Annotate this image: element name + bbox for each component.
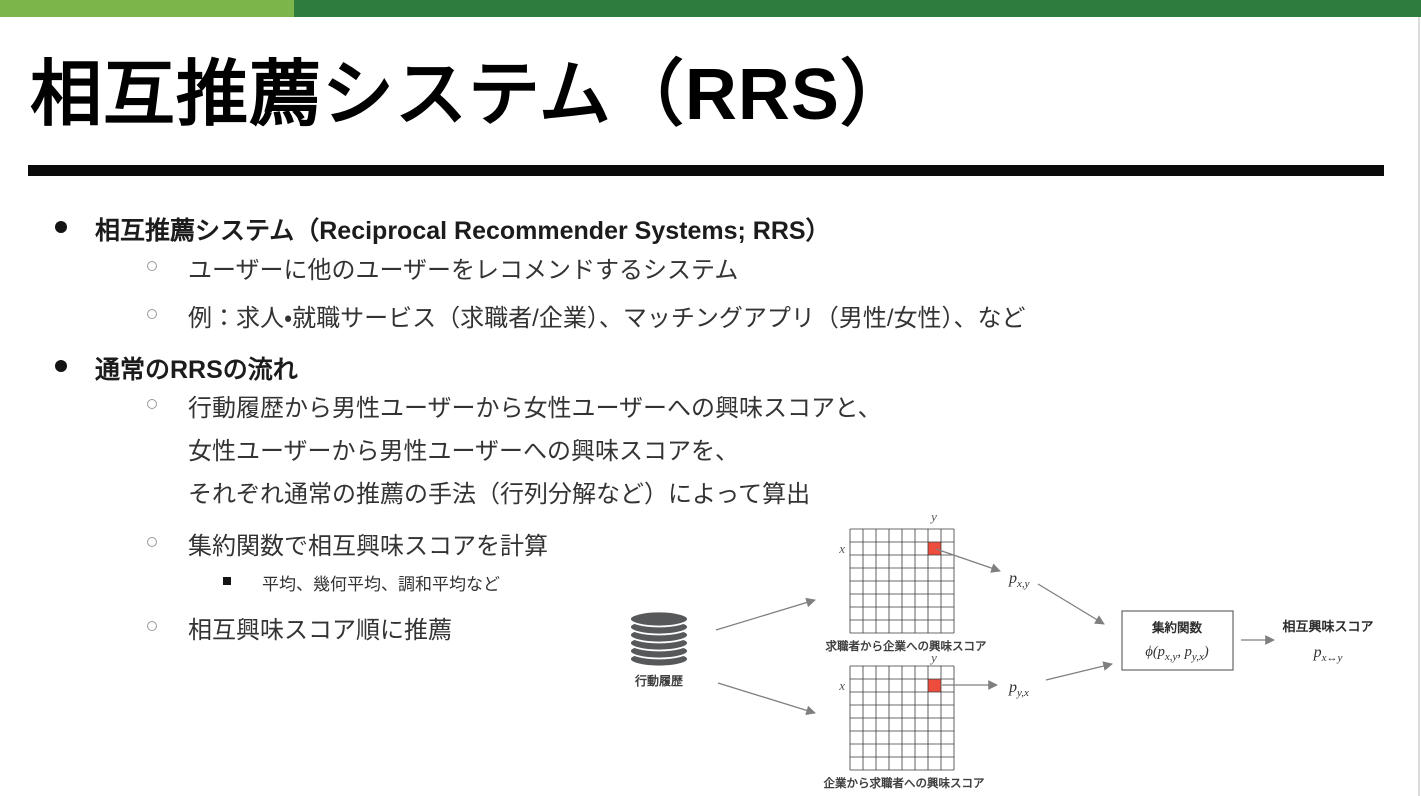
bullet-text: それぞれ通常の推薦の手法（行列分解など）によって算出	[188, 481, 811, 508]
page-title: 相互推薦システム（RRS）	[30, 55, 913, 135]
formula-suffix: )	[1203, 644, 1209, 660]
arrow-pyx-to-box	[1045, 661, 1113, 681]
output-p-subscript: x↔y	[1321, 652, 1343, 664]
database-icon	[629, 610, 689, 668]
output-p-label: px↔y	[1313, 644, 1343, 664]
title-underline-rule	[28, 165, 1384, 176]
bullet-circle-icon	[147, 621, 157, 631]
bullet-text: 通常のRRSの流れ	[95, 356, 298, 384]
highlighted-cell	[928, 679, 941, 692]
pyx-base: p	[1008, 679, 1017, 696]
formula-sub1: x,y	[1164, 651, 1178, 663]
arrow-pxy-to-box	[1037, 583, 1105, 625]
bullet-text: 集約関数で相互興味スコアを計算	[188, 533, 548, 560]
bullet-square-icon	[223, 577, 231, 585]
arrow-db-to-bottom-grid	[717, 682, 816, 716]
bullet-circle-icon	[147, 261, 157, 271]
grid-top	[849, 528, 955, 634]
aggregation-box	[1121, 610, 1234, 671]
arrow-topcell-to-pxy	[935, 548, 1001, 573]
grid-lines	[849, 528, 955, 634]
grid-bottom-caption: 企業から求職者への興味スコア	[824, 776, 985, 790]
bullet-dot-icon	[55, 360, 67, 372]
formula-sub2: y,x	[1191, 651, 1204, 663]
bullet-text: 相互興味スコア順に推薦	[188, 617, 452, 644]
bullet-circle-icon	[147, 309, 157, 319]
grid-bottom	[849, 665, 955, 771]
pyx-subscript: y,x	[1016, 687, 1029, 699]
axis-y-label-top: y	[929, 509, 937, 524]
bullet-text: ユーザーに他のユーザーをレコメンドするシステム	[188, 257, 739, 284]
axis-y-label-bottom: y	[929, 650, 937, 665]
bullet-dot-icon	[55, 221, 67, 233]
accent-bar-light-green	[0, 0, 294, 17]
top-accent-bar	[0, 0, 1421, 17]
output-label: 相互興味スコア	[1282, 619, 1373, 634]
accent-bar-dark-green	[294, 0, 1421, 17]
bullet-text: 例：求人・就職サービス（求職者/企業）、マッチングアプリ（男性/女性）、など	[188, 305, 1026, 332]
formula-prefix: ϕ(p	[1145, 644, 1165, 660]
bullet-text: 行動履歴から男性ユーザーから女性ユーザーへの興味スコアと、	[188, 395, 882, 422]
aggregation-box-title: 集約関数	[1151, 620, 1203, 635]
axis-x-label-top: x	[838, 541, 845, 556]
database-label: 行動履歴	[634, 673, 683, 688]
highlighted-cell	[928, 542, 941, 555]
aggregation-formula: ϕ(px,y, py,x)	[1145, 644, 1209, 663]
grid-top-caption: 求職者から企業への興味スコア	[826, 639, 987, 653]
pxy-subscript: x,y	[1016, 578, 1030, 590]
bullet-circle-icon	[147, 537, 157, 547]
axis-x-label-bottom: x	[838, 678, 845, 693]
pyx-label: py,x	[1008, 679, 1029, 699]
bullet-text: 相互推薦システム（Reciprocal Recommender Systems;…	[95, 217, 831, 245]
bullet-circle-icon	[147, 399, 157, 409]
arrow-db-to-top-grid	[715, 597, 816, 631]
grid-lines	[849, 665, 955, 771]
pxy-base: p	[1008, 570, 1017, 587]
formula-mid: , p	[1177, 644, 1192, 660]
slide-right-edge	[1418, 17, 1420, 796]
pxy-label: px,y	[1008, 570, 1030, 590]
bullet-text: 女性ユーザーから男性ユーザーへの興味スコアを、	[188, 438, 740, 465]
bullet-text: 平均、幾何平均、調和平均など	[262, 575, 500, 594]
output-p-base: p	[1313, 644, 1322, 661]
